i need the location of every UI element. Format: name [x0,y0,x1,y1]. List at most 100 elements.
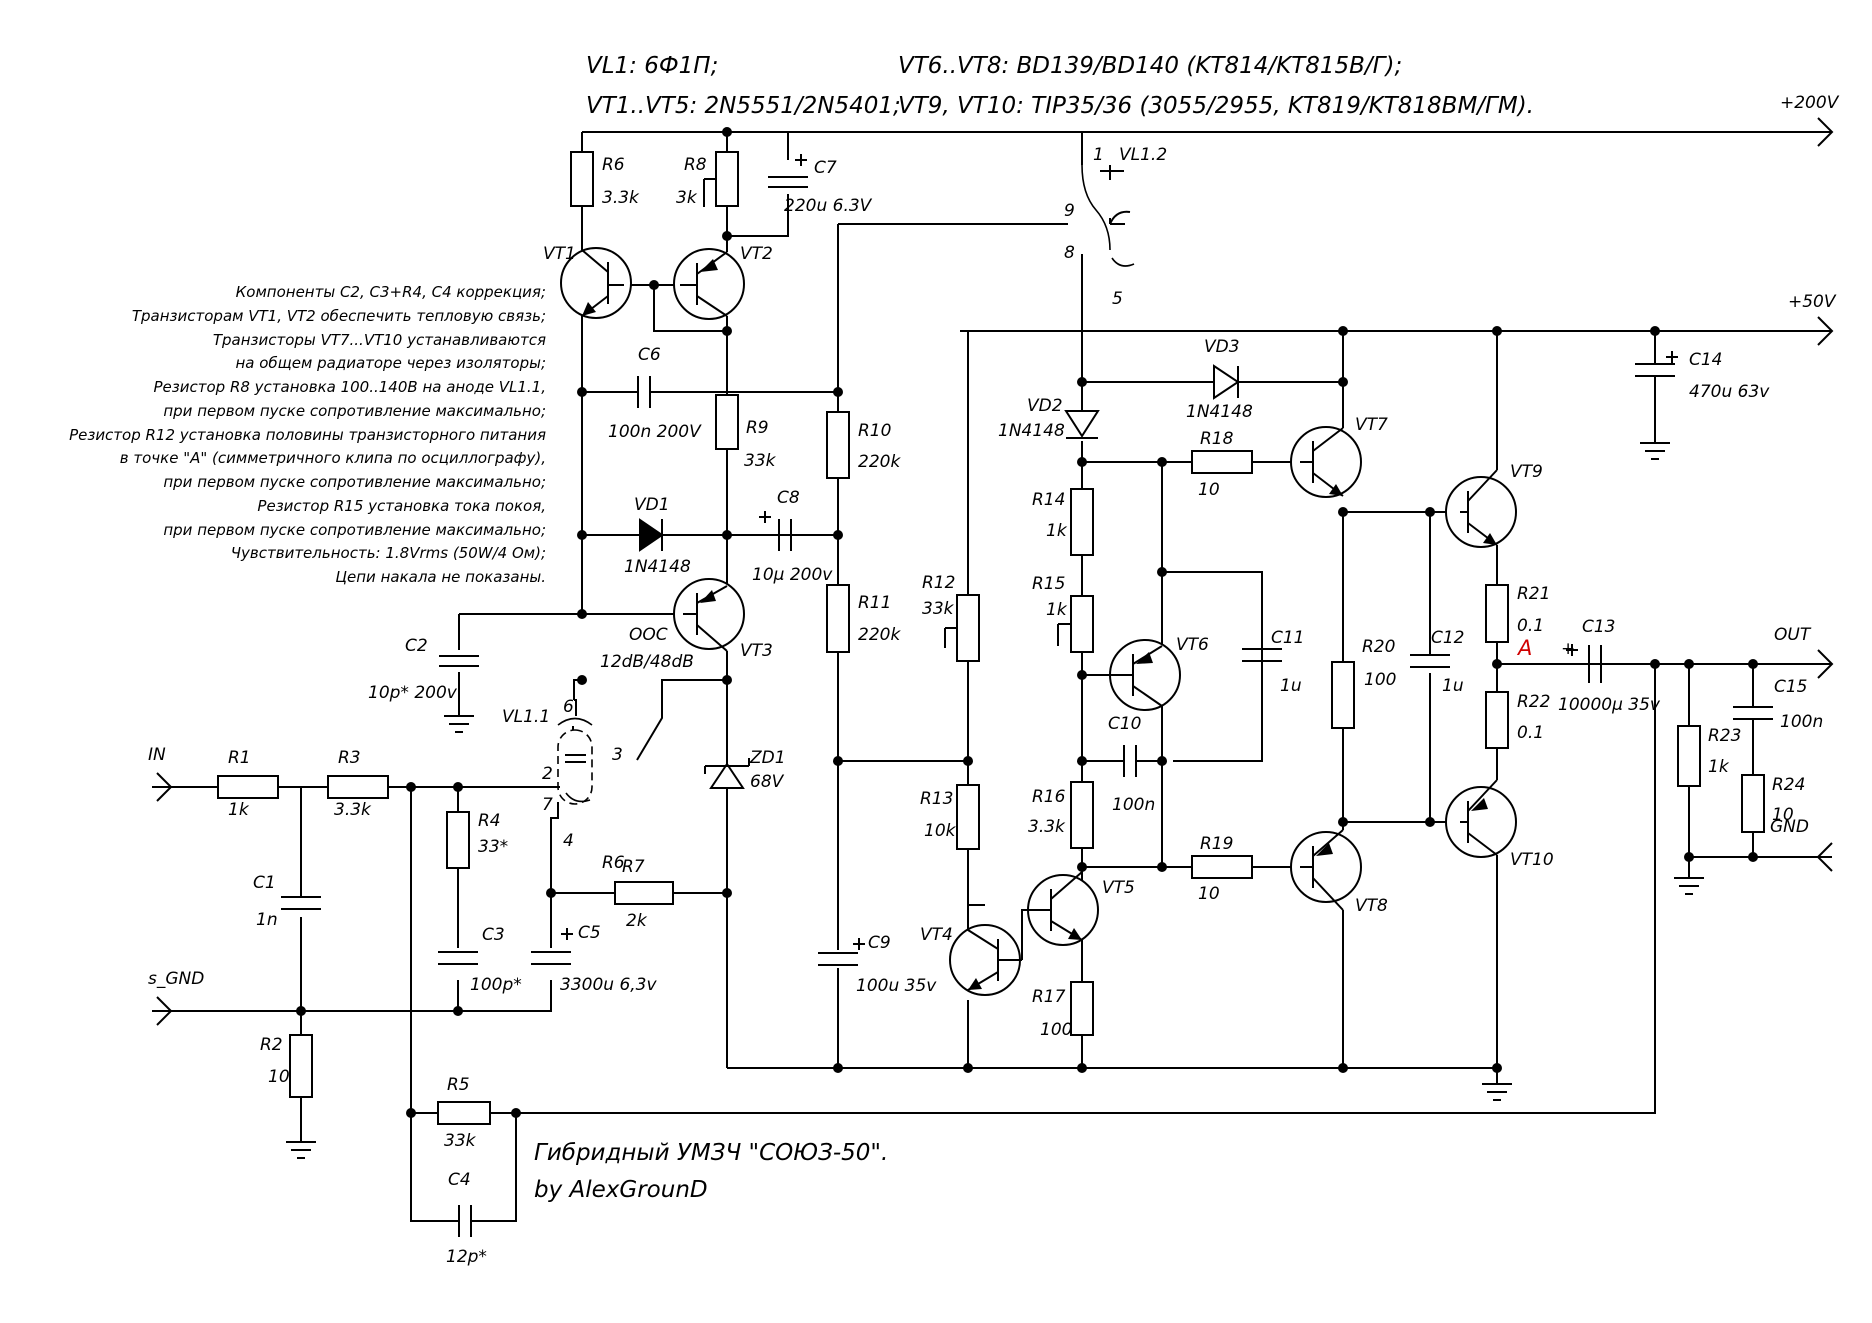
component-value: 10k [924,821,957,841]
resistor-r1 [217,775,279,799]
resistor-r2 [289,1034,313,1098]
point-a-label: A [1516,636,1532,660]
resistor-r12 [956,594,980,662]
resistor-r19 [1191,855,1253,879]
component-value: 100 [1364,670,1396,690]
notes: Компоненты С2, С3+R4, С4 коррекция; Тран… [69,283,546,586]
schematic-title: Гибридный УМЗЧ "СОЮЗ-50". [534,1140,888,1166]
zener-zd1 [704,758,750,789]
component-value: 1k [1708,757,1730,777]
component-value: 1N4148 [1186,402,1253,422]
component-value: 10μ 200v [752,565,833,585]
component-value: 1k [1046,521,1068,541]
component-ref: R1 [228,748,251,768]
capacitor-c2 [439,655,479,667]
component-value: 100n [1112,795,1155,815]
component-value: 100u 35v [856,976,937,996]
resistor-r13 [956,784,980,850]
capacitor-c8 [778,519,838,551]
component-ref: VT10 [1510,850,1554,870]
signature: Гибридный УМЗЧ "СОЮЗ-50". by AlexGrounD [534,1140,888,1203]
component-ref: VD1 [634,495,670,515]
header: VL1: 6Ф1П; VT6..VT8: BD139/BD140 (KT814/… [586,53,1534,119]
component-value: 3.3k [602,188,640,208]
component-ref: C4 [448,1170,471,1190]
note-line: Цепи накала не показаны. [335,568,546,586]
resistor-r6 [570,151,594,207]
component-ref: R22 [1517,692,1550,712]
header-line1-left: VL1: 6Ф1П; [586,53,718,79]
tube-pin: 9 [1064,201,1075,221]
diodes [624,364,1245,789]
transistor-vt4 [949,924,1022,996]
component-ref: VT3 [740,641,773,661]
note-line: в точке "А" (симметричного клипа по осци… [120,449,546,467]
component-ref: C2 [405,636,428,656]
component-ref: VT5 [1102,878,1135,898]
component-value: 1k [1046,600,1068,620]
component-value: 470u 63v [1689,382,1770,402]
feedback-value: 12dB/48dB [600,652,694,672]
capacitor-c14 [1635,363,1675,377]
capacitor-c4 [454,1205,482,1237]
resistors [217,151,1765,1125]
note-line: на общем радиаторе через изоляторы; [235,354,546,372]
component-ref: C7 [814,158,837,178]
component-ref: R23 [1708,726,1741,746]
component-value: 100p* [470,975,522,995]
capacitor-c1 [281,896,321,910]
tube-vl12-label: VL1.2 [1119,145,1167,165]
tube-pin: 4 [563,831,574,851]
component-value: 0.1 [1517,723,1544,743]
component-ref: R21 [1517,584,1550,604]
resistor-r24 [1741,774,1765,833]
component-ref: C6 [638,345,661,365]
resistor-r4 [446,811,470,869]
resistor-r10 [826,411,850,479]
component-ref: R3 [338,748,361,768]
component-value: 100 [1040,1020,1072,1040]
tube-pin: 2 [542,764,553,784]
feedback-name: OOC [629,625,668,645]
resistor-r16 [1070,781,1094,849]
resistor-r23 [1677,725,1701,787]
component-ref: R14 [1032,490,1065,510]
component-ref: C11 [1271,628,1305,648]
component-value: 2k [626,911,648,931]
component-ref: R6 [602,155,625,175]
component-value: 220u 6.3V [784,196,873,216]
component-value: 1k [228,800,250,820]
rail-200v-label: +200V [1780,93,1840,113]
component-value: 10 [268,1067,290,1087]
resistor-r14 [1070,488,1094,556]
header-line1-right: VT6..VT8: BD139/BD140 (KT814/KT815В/Г); [898,53,1402,79]
component-value: 100n [1780,712,1823,732]
component-ref: VD3 [1204,337,1240,357]
component-value: 33k [744,451,777,471]
resistor-r8 [715,151,739,207]
capacitor-c11 [1242,572,1282,761]
component-ref: R16 [1032,787,1066,807]
component-ref: C8 [777,488,800,508]
component-ref: VT9 [1510,462,1543,482]
tube-pin: 5 [1112,289,1123,309]
capacitor-c15 [1733,706,1773,720]
component-ref: R20 [1362,637,1395,657]
junctions [296,127,1758,1118]
capacitor-c6 [628,376,660,408]
resistor-r20 [1331,661,1355,729]
signal-ground-label: s_GND [148,969,204,989]
component-ref: VT1 [543,244,576,264]
schematic-author: by AlexGrounD [534,1177,708,1203]
tube-vl1 [548,164,1135,805]
resistor-r15 [1070,595,1094,653]
resistor-r17 [1070,981,1094,1036]
component-labels: R1 1k R3 3.3k R4 33* R2 10 R5 33k R6 R6 … [228,155,1823,1267]
header-line2-right: VT9, VT10: TIP35/36 (3055/2955, KT819/KT… [898,93,1534,119]
note-line: Резистор R8 установка 100..140В на аноде… [154,378,547,396]
transistor-vt3 [673,578,745,652]
polarity-mark: + [1561,639,1575,659]
port-labels: +200V +50V IN s_GND OUT GND A OOC 12dB/4… [148,93,1840,989]
component-ref: C3 [482,925,505,945]
